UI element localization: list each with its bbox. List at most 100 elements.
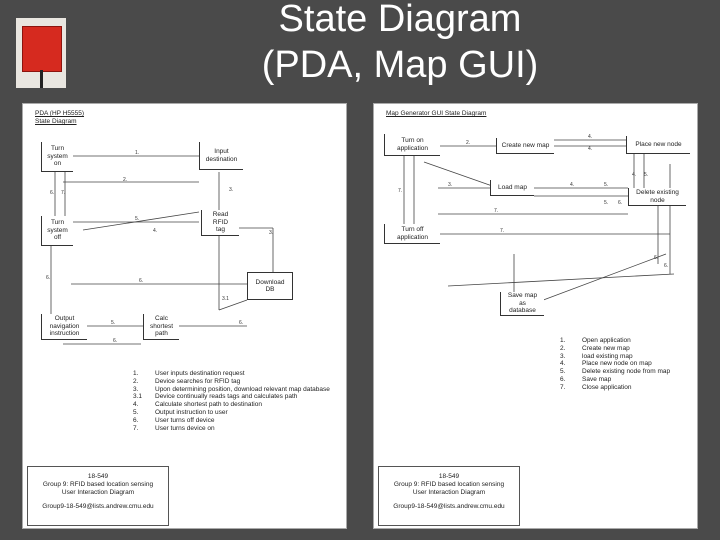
state-place-new-node: Place new node — [626, 136, 690, 154]
gui-diagram-title: Map Generator GUI State Diagram — [386, 110, 487, 117]
pda-edge-label: 6. — [50, 190, 54, 196]
pda-edge-label: 5. — [111, 320, 115, 326]
legend-number: 7. — [133, 424, 139, 432]
pda-edge-label: 7. — [61, 190, 65, 196]
legend-text: Place new node on map — [582, 360, 652, 368]
pda-edge-label: 3. — [229, 187, 233, 193]
legend-text: User inputs destination request — [155, 370, 245, 377]
gui-footer: 18-549 Group 9: RFID based location sens… — [378, 466, 520, 526]
state-load-map: Load map — [490, 180, 534, 196]
legend-text: Open application — [582, 337, 631, 344]
legend-text: Close application — [582, 383, 632, 391]
pda-legend: 1. User inputs destination request 2. Devic… — [133, 370, 330, 432]
slide-title-line1: State Diagram — [278, 0, 522, 40]
pda-edges: 1. 2. 6. 7. 3. 5. 4. 3.1 3. 5. 6. 6. 6. … — [46, 150, 274, 345]
gui-edge-label: 2. — [466, 140, 470, 146]
legend-number: 4. — [560, 360, 566, 368]
cable-icon — [40, 70, 43, 88]
gui-edge-label: 3. — [448, 182, 452, 188]
legend-number: 3. — [560, 352, 566, 360]
gui-edge-label: 7. — [500, 228, 504, 234]
gui-edge-label: 5. — [644, 172, 648, 178]
legend-number: 6. — [133, 416, 139, 424]
pda-footer: 18-549 Group 9: RFID based location sens… — [27, 466, 169, 526]
legend-number: 1. — [560, 337, 566, 344]
legend-item: 4. Place new node on map — [560, 360, 670, 368]
pda-diagram-title: PDA (HP H5555) State Diagram — [35, 110, 84, 126]
footer-group: Group 9: RFID based location sensing — [42, 481, 154, 488]
gui-edge-label: 5. — [604, 200, 608, 206]
legend-number: 7. — [560, 383, 566, 391]
legend-item: 1. User inputs destination request — [133, 370, 330, 378]
pda-title-line2: State Diagram — [35, 118, 77, 125]
legend-number: 4. — [133, 401, 139, 409]
legend-number: 2. — [560, 344, 566, 352]
legend-item: 2. Device searches for RFID tag — [133, 378, 330, 386]
legend-text: Device searches for RFID tag — [155, 377, 241, 385]
legend-text: Save map — [582, 375, 612, 383]
pda-edge-label: 1. — [135, 150, 139, 156]
legend-item: 7. Close application — [560, 384, 670, 392]
slide-title: State Diagram (PDA, Map GUI) — [220, 0, 580, 88]
legend-item: 6. Save map — [560, 376, 670, 384]
legend-text: Delete existing node from map — [582, 368, 671, 376]
gui-legend: 1. Open application 2. Create new map 3. load… — [560, 337, 670, 392]
gui-edge-label: 6. — [654, 255, 658, 261]
legend-text: User turns off device — [155, 416, 215, 424]
gui-edge-label: 5. — [604, 182, 608, 188]
gui-state-diagram-page: Map Generator GUI State Diagram 2. 4 — [373, 103, 698, 529]
legend-item: 3. load existing map — [560, 353, 670, 361]
gui-edge-label: 6. — [618, 200, 622, 206]
legend-item: 7. User turns device on — [133, 425, 330, 433]
pda-edge-label: 3.1 — [222, 296, 229, 302]
legend-number: 2. — [133, 377, 139, 385]
legend-item: 5. Output instruction to user — [133, 409, 330, 417]
legend-text: Calculate shortest path to destination — [155, 401, 262, 409]
pda-edge-label: 6. — [239, 320, 243, 326]
legend-item: 6. User turns off device — [133, 417, 330, 425]
legend-text: Output instruction to user — [155, 408, 228, 416]
pda-edge-label: 6. — [46, 275, 50, 281]
footer-email: Group9-18-549@lists.andrew.cmu.edu — [393, 503, 505, 510]
pda-edge-label: 2. — [123, 177, 127, 183]
gui-edge-label: 7. — [494, 208, 498, 214]
legend-number: 1. — [133, 370, 139, 377]
footer-doc-title: User Interaction Diagram — [61, 489, 135, 496]
footer-course: 18-549 — [87, 473, 109, 480]
slide-title-line2: (PDA, Map GUI) — [261, 44, 539, 86]
legend-text: load existing map — [582, 352, 633, 360]
legend-number: 6. — [560, 375, 566, 383]
pda-edge-label: 6. — [139, 278, 143, 284]
rfid-device-photo — [16, 18, 66, 88]
red-device-icon — [22, 26, 62, 72]
gui-edge-label: 7. — [398, 188, 402, 194]
legend-item: 2. Create new map — [560, 345, 670, 353]
legend-item: 3.Upon determining position, download re… — [133, 386, 330, 394]
legend-text: Upon determining position, download rele… — [155, 385, 330, 393]
gui-edge-label: 4. — [588, 134, 592, 140]
gui-edge-label: 4. — [588, 146, 592, 152]
gui-edge-label: 6. — [664, 263, 668, 269]
gui-edge-label: 4. — [632, 172, 636, 178]
legend-text: Device continually reads tags and calcul… — [155, 393, 298, 401]
legend-text: Create new map — [582, 344, 630, 352]
pda-edge-label: 6. — [113, 338, 117, 344]
legend-item: 4. Calculate shortest path to destination — [133, 401, 330, 409]
footer-email: Group9-18-549@lists.andrew.cmu.edu — [42, 503, 154, 510]
pda-edge-label: 5. — [135, 216, 139, 222]
pda-edge-label: 4. — [153, 228, 157, 234]
legend-number: 5. — [133, 408, 139, 416]
pda-edge-label: 3. — [269, 230, 273, 236]
footer-group: Group 9: RFID based location sensing — [393, 481, 505, 488]
gui-edges: 2. 4. 4. 3. 4. 5. 5. 6. 7. 7. 7. 6. 6. 4… — [398, 134, 675, 303]
legend-text: User turns device on — [155, 424, 215, 432]
